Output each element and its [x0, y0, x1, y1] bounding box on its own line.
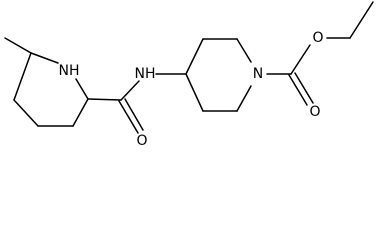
amide-group — [87, 73, 187, 134]
atom-label-n-piperidine: N — [253, 66, 263, 82]
methylpiperidine-ring — [13, 52, 89, 127]
atom-label-o-amide: O — [136, 133, 147, 149]
chemical-structure: NH NH O N O O — [4, 1, 374, 149]
bond-c2-camide — [87, 98, 122, 101]
ethyl-carbamate — [266, 1, 374, 106]
atom-label-o-ester: O — [312, 30, 323, 46]
bond-c4-c5 — [13, 99, 39, 127]
bond-camide-o-2 — [124, 98, 144, 131]
bond-ccarb-oester — [290, 44, 311, 75]
piperidine-ring — [185, 38, 252, 112]
bond-methyl — [4, 37, 32, 54]
atom-label-nh-ring: NH — [59, 63, 80, 79]
bond-ccarb-o-1 — [288, 74, 308, 106]
bond-c2-n — [236, 38, 252, 63]
bond-n1-c2 — [75, 78, 89, 100]
bond-n-c6 — [236, 85, 252, 112]
bond-camide-o-1 — [118, 100, 139, 134]
bond-camide-nh — [120, 80, 140, 101]
bond-ch2-ch3 — [349, 1, 374, 39]
bond-ccarb-o-2 — [294, 72, 314, 104]
atom-label-o-carbonyl: O — [309, 104, 320, 120]
bond-c6-n1 — [30, 52, 59, 64]
bond-c5-c4 — [185, 73, 204, 112]
atom-label-nh-amide: NH — [135, 66, 156, 82]
bond-c5-c6 — [13, 52, 32, 101]
bond-c4-c3 — [185, 38, 204, 75]
bond-c2-c3 — [72, 98, 89, 127]
